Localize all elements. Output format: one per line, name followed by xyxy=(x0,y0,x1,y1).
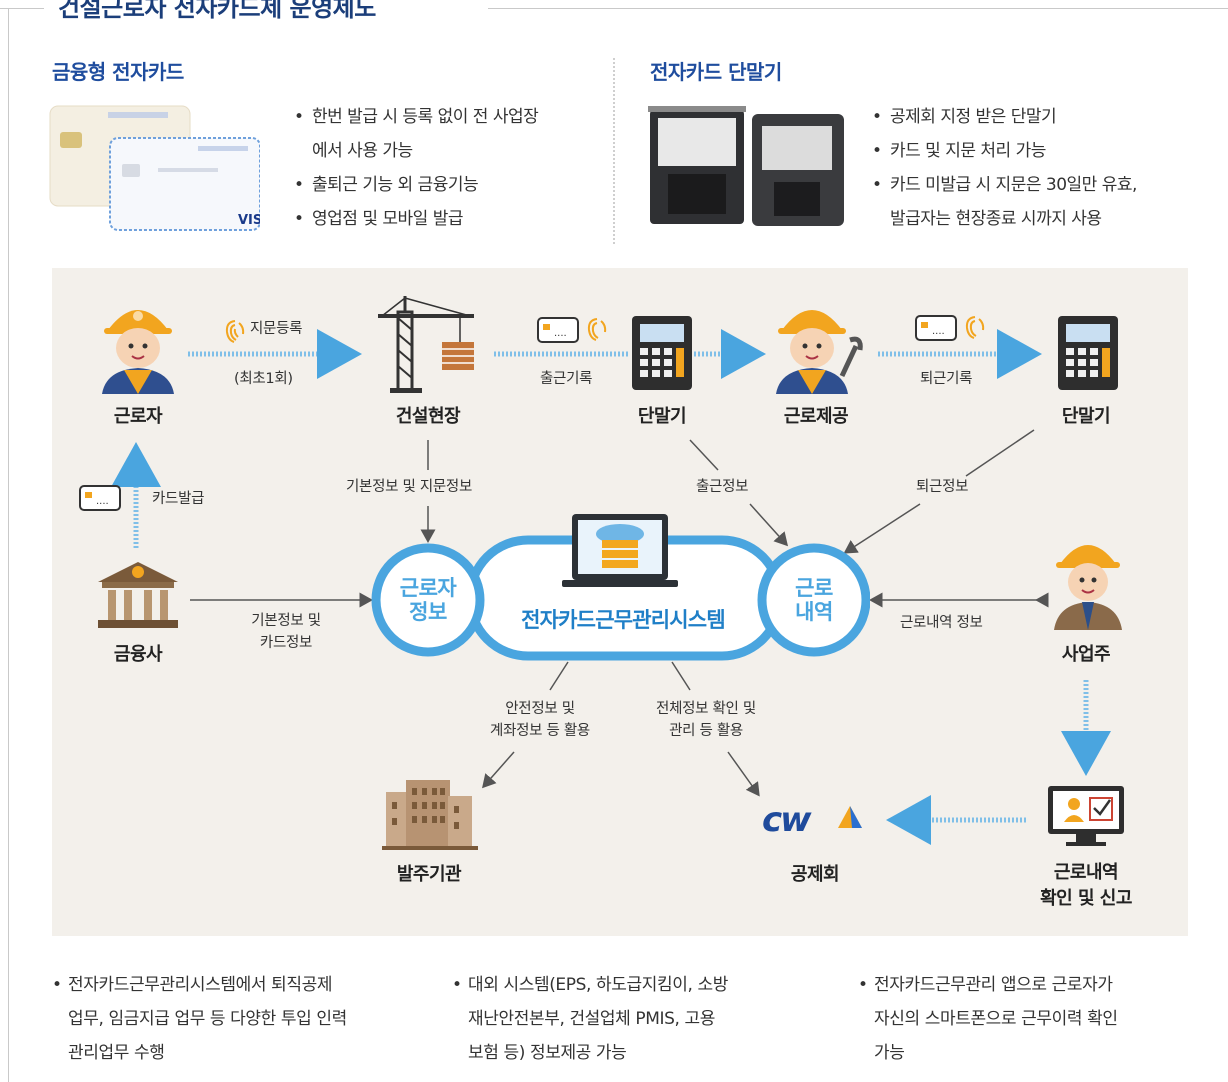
frame-left xyxy=(8,8,9,1082)
terminal-device-image xyxy=(648,106,844,226)
worker-wrench-icon xyxy=(776,310,863,394)
worker-info-circle: 근로자 정보 xyxy=(388,576,468,624)
arrow-system-cw xyxy=(727,751,760,797)
bank-label: 금융사 xyxy=(113,644,163,665)
safety-info-line-2: 계좌정보 등 활용 xyxy=(490,723,590,739)
owner-label: 사업주 xyxy=(1061,644,1111,665)
footer-col-2: 대외 시스템(EPS, 하도급지킴이, 소방 재난안전본부, 건설업체 PMIS… xyxy=(452,968,812,1070)
frame-top-left xyxy=(0,8,44,9)
terminal-icon-2 xyxy=(1058,316,1118,390)
footer-1-line-1: 전자카드근무관리시스템에서 퇴직공제 xyxy=(52,968,412,1002)
footer-1-line-2: 업무, 임금지급 업무 등 다양한 투입 인력 xyxy=(68,1009,347,1029)
card-section-title: 금융형 전자카드 xyxy=(52,60,184,84)
bank-icon xyxy=(98,562,178,628)
card-bullet-1: 한번 발급 시 등록 없이 전 사업장 xyxy=(294,100,539,134)
footer-2-line-2: 재난안전본부, 건설업체 PMIS, 고용 xyxy=(468,1009,716,1029)
card-bullet-2: 출퇴근 기능 외 금융기능 xyxy=(294,168,538,202)
checkin-info-label: 출근정보 xyxy=(696,479,749,495)
worker-info-label-1: 근로자 xyxy=(399,576,457,600)
central-system xyxy=(371,514,870,661)
total-info-label: 전체정보 확인 및 관리 등 활용 xyxy=(636,698,776,742)
frame-top-right xyxy=(488,8,1228,9)
report-label-line-1: 근로내역 xyxy=(1053,862,1119,883)
terminal-bullet-2: 카드 및 지문 처리 가능 xyxy=(872,134,1137,168)
terminal-icon-1 xyxy=(632,316,692,390)
footer-3-line-2: 자신의 스마트폰으로 근무이력 확인 xyxy=(874,1009,1118,1029)
footer-1-line-3: 관리업무 수행 xyxy=(68,1043,165,1063)
report-monitor-icon xyxy=(1048,786,1124,846)
cw-label: 공제회 xyxy=(790,864,840,885)
checkout-info-label: 퇴근정보 xyxy=(916,479,969,495)
arrow-checkin-system xyxy=(749,503,789,547)
svg-text:....: .... xyxy=(932,326,945,337)
report-label-line-2: 확인 및 신고 xyxy=(1040,888,1132,909)
work-history-info-label: 근로내역 정보 xyxy=(900,615,983,631)
card-fingerprint-icon-2: .... xyxy=(915,315,985,341)
bank-info-line-1: 기본정보 및 xyxy=(251,613,321,629)
work-history-label-2: 내역 xyxy=(795,600,833,624)
footer-3-line-3: 가능 xyxy=(874,1043,905,1063)
footer-2-line-3: 보험 등) 정보제공 가능 xyxy=(468,1043,627,1063)
worker-label: 근로자 xyxy=(113,406,163,427)
system-name: 전자카드근무관리시스템 xyxy=(521,608,726,632)
orderer-label: 발주기관 xyxy=(396,864,462,885)
construction-site-icon xyxy=(378,296,474,393)
card-bullet-1b: 에서 사용 가능 xyxy=(312,141,413,161)
work-history-circle: 근로 내역 xyxy=(774,576,854,624)
arrow-system-orderer xyxy=(482,751,515,789)
terminal-bullets: 공제회 지정 받은 단말기 카드 및 지문 처리 가능 카드 미발급 시 지문은… xyxy=(872,100,1137,236)
footer-col-1: 전자카드근무관리시스템에서 퇴직공제 업무, 임금지급 업무 등 다양한 투입 … xyxy=(52,968,412,1070)
terminal-section-title: 전자카드 단말기 xyxy=(650,60,782,84)
safety-info-line-1: 안전정보 및 xyxy=(505,701,575,717)
worker-icon xyxy=(102,310,174,394)
site-label: 건설현장 xyxy=(395,406,461,427)
cw-logo-mark xyxy=(838,806,862,828)
footer-col-3: 전자카드근무관리 앱으로 근로자가 자신의 스마트폰으로 근무이력 확인 가능 xyxy=(858,968,1198,1070)
terminal-label-1: 단말기 xyxy=(637,406,687,427)
visa-label: VISA xyxy=(238,213,260,228)
terminal-bullet-1: 공제회 지정 받은 단말기 xyxy=(872,100,1137,134)
safety-info-label: 안전정보 및 계좌정보 등 활용 xyxy=(470,698,610,742)
owner-icon xyxy=(1054,545,1122,630)
card-bullet-3: 영업점 및 모바일 발급 xyxy=(294,202,538,236)
card-issue-icon: .... xyxy=(79,485,121,511)
first-once-label: (최초1회) xyxy=(234,371,293,387)
svg-text:....: .... xyxy=(96,496,109,507)
bank-info-line-2: 카드정보 xyxy=(259,635,313,651)
work-history-label-1: 근로 xyxy=(795,576,833,600)
section-divider xyxy=(613,58,615,244)
footer-2-line-1: 대외 시스템(EPS, 하도급지킴이, 소방 xyxy=(452,968,812,1002)
card-issue-label: 카드발급 xyxy=(152,491,205,507)
checkin-record-label: 출근기록 xyxy=(540,371,593,387)
report-label: 근로내역 확인 및 신고 xyxy=(1016,860,1156,912)
fingerprint-reg-label: 지문등록 xyxy=(250,321,303,337)
total-info-line-2: 관리 등 활용 xyxy=(669,723,743,739)
terminal-label-2: 단말기 xyxy=(1061,406,1111,427)
page-title: 건설근로자 전자카드제 운영제도 xyxy=(58,0,376,22)
electronic-card-image: VISA xyxy=(49,105,260,231)
total-info-line-1: 전체정보 확인 및 xyxy=(656,701,756,717)
basic-fp-info-label: 기본정보 및 지문정보 xyxy=(346,479,472,495)
footer-3-line-1: 전자카드근무관리 앱으로 근로자가 xyxy=(858,968,1198,1002)
checkout-record-label: 퇴근기록 xyxy=(920,371,973,387)
work-provide-label: 근로제공 xyxy=(783,406,849,427)
terminal-bullet-3: 카드 미발급 시 지문은 30일만 유효, xyxy=(872,168,1137,202)
arrow-checkout-system xyxy=(843,503,921,554)
cw-logo: cw xyxy=(762,800,812,840)
fingerprint-icon xyxy=(225,320,245,343)
orderer-building-icon xyxy=(382,780,478,850)
card-fingerprint-icon-1: .... xyxy=(537,317,607,343)
worker-info-label-2: 정보 xyxy=(409,600,447,624)
svg-text:....: .... xyxy=(554,328,567,339)
terminal-bullet-3b: 발급자는 현장종료 시까지 사용 xyxy=(890,209,1102,229)
bank-info-label: 기본정보 및 카드정보 xyxy=(236,610,336,654)
card-bullets: 한번 발급 시 등록 없이 전 사업장 에서 사용 가능 출퇴근 기능 외 금융… xyxy=(294,100,539,236)
